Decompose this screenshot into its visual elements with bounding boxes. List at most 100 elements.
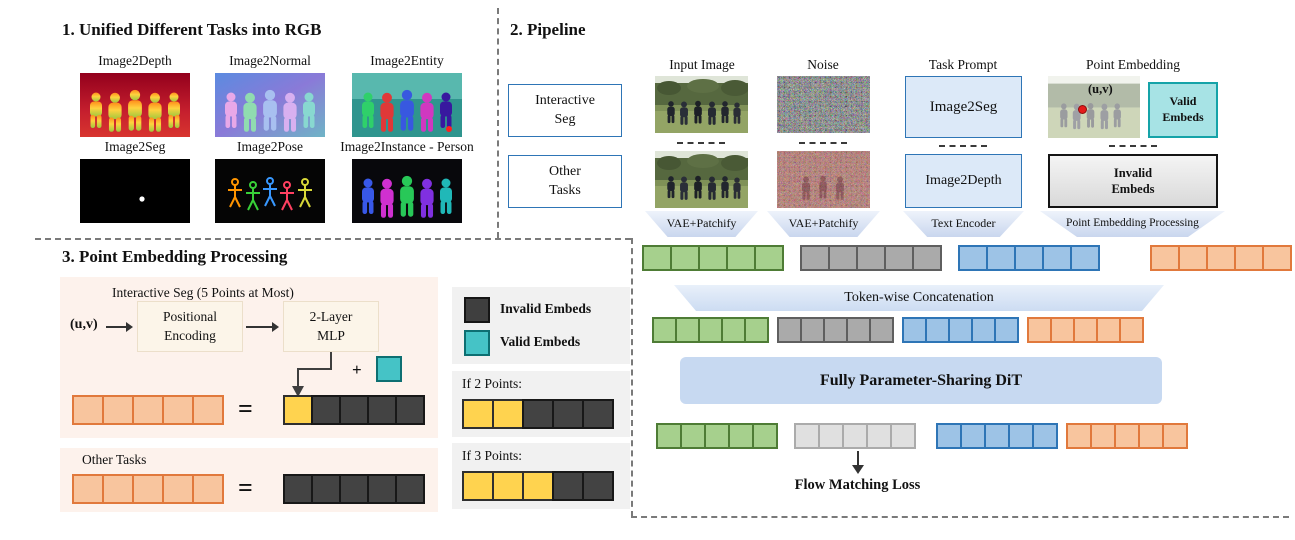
token-group [72, 395, 224, 425]
token-group [283, 474, 425, 504]
token-cell [72, 474, 104, 504]
token-cell [72, 395, 104, 425]
arrow-elbow-down-icon [292, 352, 332, 397]
token-cell [552, 471, 584, 501]
other-tasks-box: Other Tasks [508, 155, 622, 208]
normal-map-image [215, 73, 325, 137]
token-cell [652, 317, 677, 343]
other-result-token-row [283, 474, 425, 504]
thumb-label-image2pose: Image2Pose [237, 139, 303, 154]
token-cell [777, 317, 802, 343]
token-cell [462, 471, 494, 501]
divider-horizontal-bottom [631, 516, 1289, 518]
token-cell [102, 474, 134, 504]
token-group [794, 423, 916, 449]
thumb-image2instance [352, 159, 462, 223]
input-token-row [642, 245, 784, 271]
col-header-task-prompt: Task Prompt [928, 57, 998, 72]
token-group [1027, 317, 1144, 343]
thumb-label-image2seg: Image2Seg [104, 139, 166, 154]
text-encoder-label: Text Encoder [931, 215, 996, 230]
seg-mask-image [80, 159, 190, 223]
thumb-label-image2normal: Image2Normal [229, 53, 311, 68]
group-photo-image [655, 151, 748, 208]
point-marker-dot [1078, 105, 1087, 114]
if2-label: If 2 Points: [462, 376, 523, 391]
token-cell [986, 245, 1016, 271]
token-group [936, 423, 1058, 449]
token-cell [1114, 423, 1140, 449]
token-cell [522, 399, 554, 429]
token-group [552, 471, 614, 501]
point-embedding-processing-label: Point Embedding Processing [1066, 217, 1199, 229]
invalid-embeds-box: Invalid Embeds [1048, 154, 1218, 208]
group-photo-image [655, 76, 748, 133]
token-cell [884, 245, 914, 271]
token-cell [960, 423, 986, 449]
seg-result-token-row [283, 395, 425, 425]
token-cell [912, 245, 942, 271]
token-group [1066, 423, 1188, 449]
token-cell [1206, 245, 1236, 271]
prompt-box-image2depth: Image2Depth [905, 154, 1022, 208]
dashes-input-column [677, 142, 725, 144]
token-cell [823, 317, 848, 343]
token-cell [492, 471, 524, 501]
dit-block: Fully Parameter-Sharing DiT [680, 357, 1162, 404]
token-cell [680, 423, 706, 449]
token-cell [866, 423, 892, 449]
token-cell [1042, 245, 1072, 271]
uv-label-pipeline: (u,v) [1088, 82, 1113, 96]
token-cell [1014, 245, 1044, 271]
interactive-seg-header: Interactive Seg (5 Points at Most) [112, 285, 294, 300]
section1-title: 1. Unified Different Tasks into RGB [62, 20, 322, 39]
token-cell [1138, 423, 1164, 449]
vae-patchify-label-noise: VAE+Patchify [788, 215, 859, 230]
token-cell [1162, 423, 1188, 449]
thumb-image2entity [352, 73, 462, 137]
dashes-prompt-column [939, 145, 987, 147]
equals-sign-interactive: = [238, 394, 253, 423]
input-image-bottom [655, 151, 748, 208]
token-cell [192, 474, 224, 504]
thumb-label-image2depth: Image2Depth [98, 53, 172, 68]
token-cell [552, 399, 584, 429]
uv-label-processing: (u,v) [70, 317, 98, 332]
token-cell [522, 471, 554, 501]
two-layer-mlp-box: 2-Layer MLP [283, 301, 379, 352]
token-cell [1070, 245, 1100, 271]
token-cell [800, 245, 830, 271]
section3-title: 3. Point Embedding Processing [62, 247, 288, 266]
input-image-top [655, 76, 748, 133]
point-token-row [1150, 245, 1292, 271]
token-cell [395, 395, 425, 425]
arrow-down-icon [852, 451, 864, 474]
token-cell [1178, 245, 1208, 271]
output-noise-token-row [794, 423, 916, 449]
token-group [311, 395, 425, 425]
token-cell [994, 317, 1019, 343]
vae-patchify-funnel-input: VAE+Patchify [645, 211, 758, 237]
token-group [283, 395, 313, 425]
token-group [522, 399, 614, 429]
token-cell [192, 395, 224, 425]
col-header-input-image: Input Image [669, 57, 735, 72]
token-cell [728, 423, 754, 449]
rgb-noise-image [777, 76, 870, 133]
token-cell [311, 395, 341, 425]
token-group [652, 317, 769, 343]
thumb-label-image2entity: Image2Entity [370, 53, 444, 68]
token-cell [1119, 317, 1144, 343]
token-cell [675, 317, 700, 343]
depth-map-image [80, 73, 190, 137]
token-cell [936, 423, 962, 449]
token-group [902, 317, 1019, 343]
valid-embed-square [464, 330, 490, 356]
token-cell [102, 395, 134, 425]
token-cell [744, 317, 769, 343]
token-group [656, 423, 778, 449]
token-group [462, 471, 554, 501]
token-cell [846, 317, 871, 343]
token-cell [971, 317, 996, 343]
noise-image-top [777, 76, 870, 133]
